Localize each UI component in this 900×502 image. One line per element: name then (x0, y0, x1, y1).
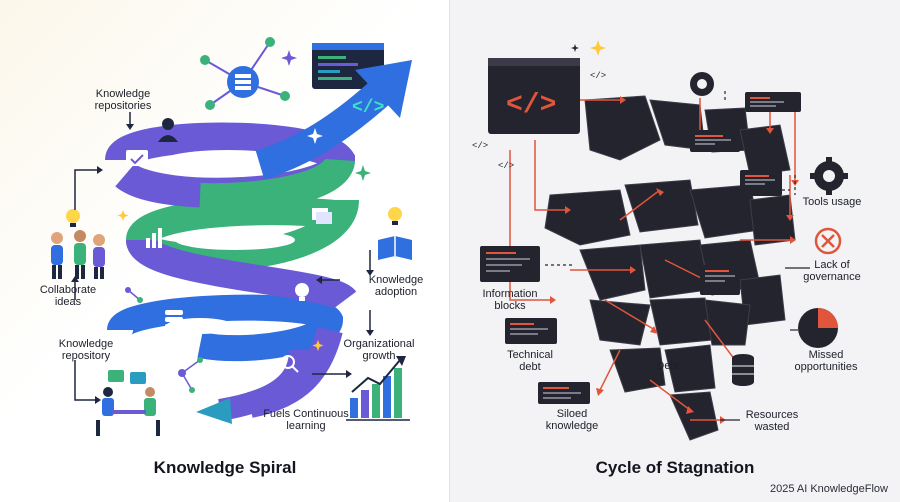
panel-title-knowledge-spiral: Knowledge Spiral (153, 458, 297, 477)
panel-title-cycle-of-stagnation: Cycle of Stagnation (595, 458, 755, 477)
label-collaborate-ideas: Collaborate ideas (39, 284, 97, 308)
connector-arrows (74, 112, 371, 401)
knowledge-spiral-panel: </> (0, 0, 450, 502)
code-symbol: </> (506, 90, 556, 121)
label-fuels-continuous-learning: Fuels Continuous learning (263, 408, 349, 432)
meeting-people-icon (96, 370, 160, 436)
footer-credit: 2025 AI KnowledgeFlow (769, 483, 888, 495)
book-bulb-icon (378, 207, 412, 260)
code-snippet-top (745, 92, 801, 112)
code-snippet-info-blocks (480, 246, 540, 282)
code-symbol: </> (498, 161, 514, 171)
sparkle-icon (571, 40, 771, 223)
sparkle-icon (117, 50, 371, 351)
database-icon (165, 310, 183, 329)
panel-divider (449, 0, 450, 502)
browser-check-icon (126, 150, 148, 166)
database-stack-icon (732, 354, 754, 386)
ascending-arrow: </> (255, 60, 412, 180)
code-symbol: </> (590, 71, 606, 81)
label-knowledge-adoption: Knowledge adoption (368, 274, 424, 298)
dashed-lines (545, 90, 796, 266)
label-missed-opportunities: Missed opportunities (794, 349, 858, 373)
code-snippet-mid (690, 130, 740, 152)
label-siloed-knowledge: Siloed knowledge (545, 408, 599, 432)
label-lack-of-governance: Lack of governance (803, 259, 861, 283)
code-window-icon: </> (488, 58, 580, 134)
magnifier-icon (281, 355, 299, 373)
team-people-icon (51, 230, 105, 279)
code-snippet-right (740, 170, 782, 196)
governance-x-icon (814, 227, 842, 255)
label-debt: Debt (656, 360, 680, 372)
idea-bulb-icon (66, 209, 80, 227)
person-icon (158, 118, 178, 142)
knowledge-spiral-diagram: </> (51, 37, 412, 436)
pie-chart-icon (798, 308, 838, 348)
documents-icon (312, 208, 332, 224)
bottom-arrow (196, 349, 311, 424)
bar-chart-icon (146, 228, 162, 248)
label-tools-usage: Tools usage (802, 196, 862, 208)
growth-chart-icon (346, 356, 410, 421)
label-technical-debt: Technical debt (507, 349, 553, 373)
lightbulb-icon (295, 283, 309, 301)
stagnation-panel: </> (450, 0, 900, 502)
right-connectors (720, 267, 810, 421)
code-symbol: </> (352, 98, 384, 118)
label-organizational-growth: Organizational growth (343, 338, 415, 362)
code-snippet-siloed (538, 382, 590, 404)
gear-icon (690, 72, 714, 96)
scattered-code-symbols: </> </> </> (472, 71, 606, 171)
stagnation-diagram: </> (472, 40, 848, 441)
code-symbol: </> (472, 141, 488, 151)
label-information-blocks: Information blocks (482, 288, 538, 312)
code-snippet-technical-debt (505, 318, 557, 344)
label-knowledge-repositories: Knowledge repositories (94, 88, 152, 112)
code-snippet-debt (700, 265, 740, 295)
tools-gear-icon (810, 157, 848, 195)
connector-nodes-icon (125, 287, 203, 393)
label-knowledge-repository: Knowledge repository (58, 338, 114, 362)
label-resources-wasted: Resources wasted (745, 409, 799, 433)
connector-arrowheads (71, 124, 374, 404)
network-nodes-icon (200, 37, 290, 110)
